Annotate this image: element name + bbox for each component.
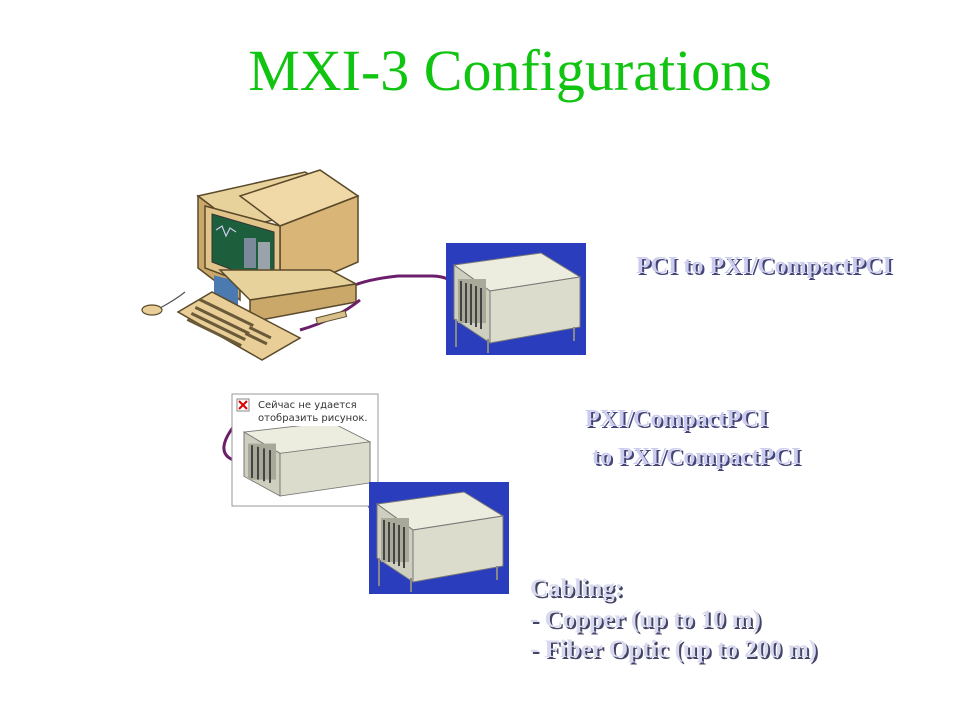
cabling-block: Cabling: - Copper (up to 10 m) - Fiber O… [530, 574, 817, 666]
config2-label-line1: PXI/CompactPCI [585, 406, 768, 432]
cabling-item-copper: - Copper (up to 10 m) [530, 605, 761, 633]
computer-icon [141, 169, 361, 361]
pxi-chassis-icon-2 [368, 481, 510, 595]
slide-title: MXI-3 Configurations [248, 38, 772, 103]
cabling-heading: Cabling: [530, 575, 624, 602]
broken-image-line2: отобразить рисунок. [258, 412, 368, 424]
broken-image-line1: Сейчас не удается [258, 400, 357, 411]
config1-label: PCI to PXI/CompactPCI [636, 253, 892, 279]
cabling-item-fiber: - Fiber Optic (up to 200 m) [530, 636, 818, 663]
broken-image-caption: Сейчас не удается отобразить рисунок. [256, 399, 370, 426]
pxi-chassis-icon [445, 242, 587, 356]
config2-label-line2: to PXI/CompactPCI [586, 444, 801, 470]
